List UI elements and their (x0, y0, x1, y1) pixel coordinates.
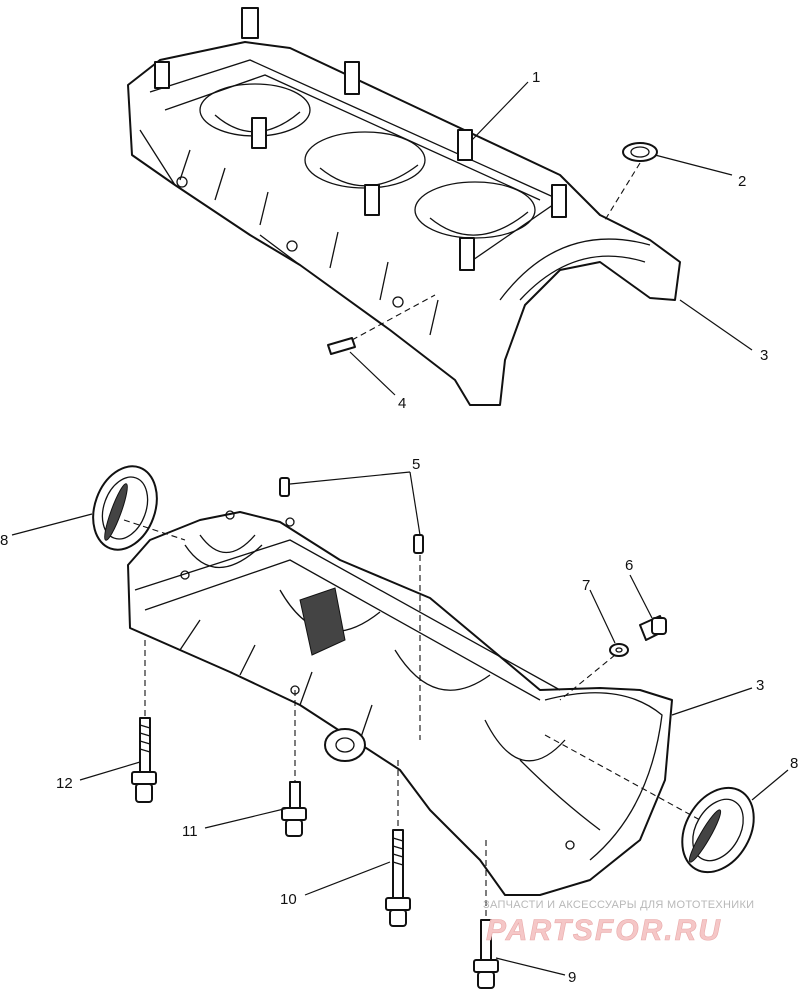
watermark-brand: PARTSFOR.RU (486, 914, 722, 947)
bolt-11 (281, 781, 307, 837)
bolt-6 (639, 615, 667, 641)
callout-12: 12 (56, 775, 73, 792)
callout-7: 7 (582, 577, 590, 594)
lower-crankcase (127, 477, 673, 896)
bolt-12 (131, 717, 157, 803)
callout-8-right: 8 (790, 755, 798, 772)
assembly-lines (123, 162, 701, 920)
callout-11: 11 (182, 823, 198, 840)
leader-lines (11, 81, 789, 976)
watermark-tagline: ЗАПЧАСТИ И АКСЕССУАРЫ ДЛЯ МОТОТЕХНИКИ (483, 899, 754, 911)
washer-7 (609, 643, 629, 657)
bolt-10 (385, 829, 411, 927)
upper-crankcase (127, 7, 681, 406)
callout-1: 1 (532, 69, 540, 86)
crank-seal-left (92, 465, 158, 551)
callout-2: 2 (738, 173, 746, 190)
callout-4: 4 (398, 395, 406, 412)
watermark: ЗАПЧАСТИ И АКСЕССУАРЫ ДЛЯ МОТОТЕХНИКИ PA… (483, 899, 754, 947)
callout-10: 10 (280, 891, 297, 908)
bolt-9 (473, 919, 499, 989)
callout-5: 5 (412, 456, 420, 473)
crank-seal-right (681, 786, 755, 874)
callout-6: 6 (625, 557, 633, 574)
callout-8-left: 8 (0, 532, 8, 549)
callout-3-lower: 3 (756, 677, 764, 694)
callout-9: 9 (568, 969, 576, 986)
callout-3: 3 (760, 347, 768, 364)
